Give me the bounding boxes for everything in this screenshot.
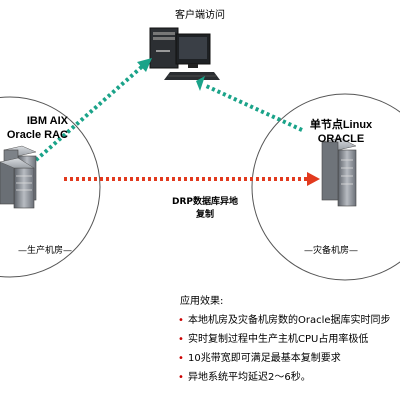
bullet-icon: • <box>178 372 184 383</box>
effect-item-text: 10兆带宽即可满足最基本复制要求 <box>188 353 341 364</box>
dr-site-title: 单节点Linux ORACLE <box>300 118 382 146</box>
dr-site-circle <box>251 93 400 281</box>
client-computer-icon <box>149 27 220 80</box>
effect-item: • 本地机房及灾备机房数的Oracle据库实时同步 <box>178 311 391 330</box>
production-room-label: —生产机房— <box>18 246 73 256</box>
effect-item-text: 本地机房及灾备机房数的Oracle据库实时同步 <box>188 315 391 326</box>
left-to-client-arrowhead <box>137 58 152 72</box>
bullet-icon: • <box>178 315 184 326</box>
production-site-circle <box>0 96 101 278</box>
production-site-title-line1: IBM AIX <box>26 115 68 127</box>
effect-item: • 10兆带宽即可满足最基本复制要求 <box>178 349 391 368</box>
production-site-title: IBM AIX Oracle RAC <box>0 114 68 142</box>
bullet-icon: • <box>178 334 184 345</box>
effect-item-text: 实时复制过程中生产主机CPU占用率极低 <box>188 334 369 345</box>
replication-label-line2: 复制 <box>195 210 214 220</box>
effects-title: 应用效果: <box>180 296 224 307</box>
effect-item: • 异地系统平均延迟2～6秒。 <box>178 368 391 387</box>
replication-label: DRP数据库异地 复制 <box>160 196 250 222</box>
replication-arrowhead <box>307 172 320 186</box>
dr-site-title-line2: ORACLE <box>317 133 365 145</box>
right-to-client-arrowhead <box>196 76 205 91</box>
right-to-client-arrow <box>203 83 303 132</box>
client-access-label: 客户端访问 <box>175 10 225 21</box>
effect-item: • 实时复制过程中生产主机CPU占用率极低 <box>178 330 391 349</box>
dr-room-label: —灾备机房— <box>304 246 359 256</box>
replication-label-line1: DRP数据库异地 <box>172 197 238 207</box>
bullet-icon: • <box>178 353 184 364</box>
left-to-client-arrow <box>34 62 147 162</box>
effects-section: 应用效果: • 本地机房及灾备机房数的Oracle据库实时同步 • 实时复制过程… <box>178 292 391 387</box>
dr-server-icon <box>321 137 357 207</box>
production-server-icon <box>0 145 37 209</box>
dr-site-title-line1: 单节点Linux <box>309 119 373 131</box>
production-site-title-line2: Oracle RAC <box>6 129 68 141</box>
effect-item-text: 异地系统平均延迟2～6秒。 <box>188 372 311 383</box>
